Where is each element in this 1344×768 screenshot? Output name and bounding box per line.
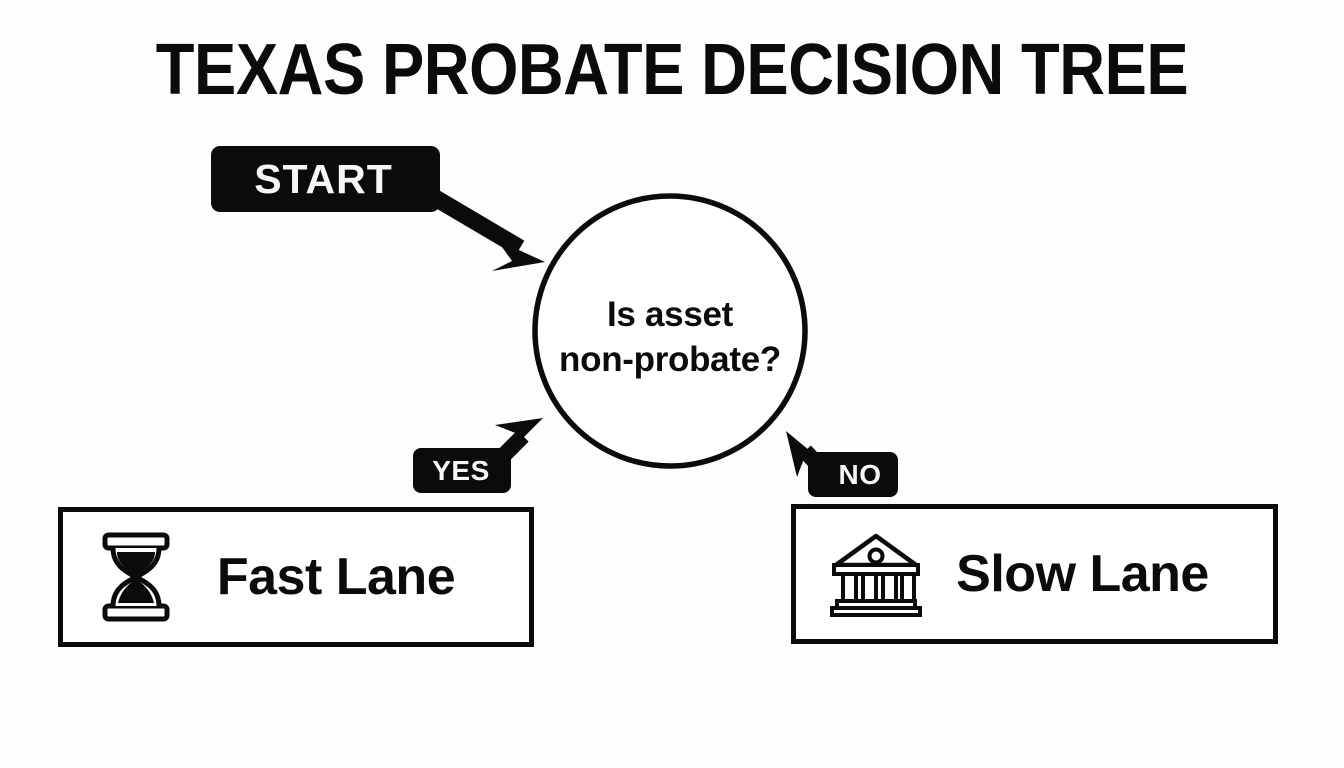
- outcome-label-fast-lane: Fast Lane: [216, 548, 456, 606]
- outcome-box-slow-lane[interactable]: Slow Lane: [791, 504, 1278, 644]
- decision-text-line-1: Is asset: [606, 295, 734, 334]
- branch-label-yes[interactable]: YES: [413, 448, 511, 493]
- outcome-box-fast-lane[interactable]: Fast Lane: [58, 507, 534, 647]
- decision-circle: [532, 193, 808, 469]
- arrow-start-to-decision: [427, 188, 545, 271]
- start-badge[interactable]: START: [211, 146, 440, 212]
- courthouse-icon: [830, 533, 922, 617]
- outcome-label-slow-lane: Slow Lane: [956, 545, 1209, 603]
- hourglass-icon: [102, 532, 170, 622]
- page-title: TEXAS PROBATE DECISION TREE: [155, 30, 1189, 110]
- decision-node-text: Is asset non-probate?: [533, 293, 807, 383]
- branch-label-no[interactable]: NO: [808, 452, 898, 497]
- decision-text-line-2: non-probate?: [559, 339, 781, 379]
